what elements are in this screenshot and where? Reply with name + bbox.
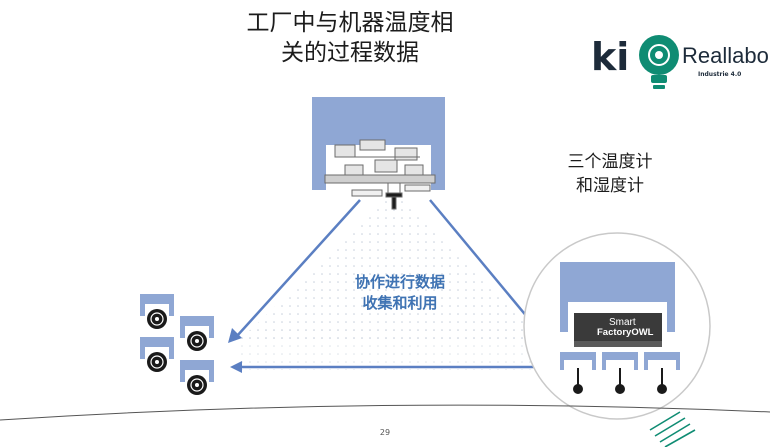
machine-group — [140, 294, 214, 395]
title-line-1: 工厂中与机器温度相 — [246, 10, 454, 36]
machine-icon — [180, 316, 214, 351]
sensor-label-line-2: 和湿度计 — [576, 176, 644, 196]
collaboration-label-line-2: 收集和利用 — [362, 294, 438, 312]
data-field — [240, 190, 545, 340]
page-number: 29 — [379, 428, 391, 437]
factory-box — [312, 97, 445, 210]
reallabor-lightbulb-icon — [639, 35, 679, 89]
device-label-line-2: FactoryOWL — [597, 327, 654, 338]
corner-logo-icon — [649, 411, 696, 447]
thermometer-icon — [573, 368, 583, 394]
machine-icon — [180, 360, 214, 395]
reallabor-logo: ki Reallabor Industrie 4.0 — [585, 33, 770, 98]
thermometer-slot-1 — [560, 352, 596, 370]
factory-line-icon — [324, 139, 436, 210]
machine-icon — [140, 294, 174, 329]
logo-subtitle: Industrie 4.0 — [698, 71, 742, 78]
sensor-node — [523, 232, 711, 420]
smartfactory-label: Smart FactoryOWL — [595, 318, 675, 338]
device-label-line-1: Smart — [609, 317, 636, 328]
logo-name: Reallabor — [682, 43, 770, 68]
collaboration-label: 协作进行数据 收集和利用 — [300, 272, 500, 314]
title-line-2: 关的过程数据 — [281, 40, 419, 66]
collaboration-label-line-1: 协作进行数据 — [354, 273, 445, 291]
thermometer-slot-2 — [602, 352, 638, 370]
arrow-to-machines — [236, 199, 361, 337]
thermometer-slot-3 — [644, 352, 680, 370]
page-title: 工厂中与机器温度相 关的过程数据 — [200, 8, 500, 68]
ground-line — [0, 404, 770, 421]
thermometer-icon — [657, 368, 667, 394]
sensor-label-line-1: 三个温度计 — [567, 152, 653, 172]
thermometer-icon — [615, 368, 625, 394]
sensor-label: 三个温度计 和湿度计 — [540, 150, 680, 198]
logo-mark: ki — [591, 35, 630, 79]
machine-icon — [140, 337, 174, 372]
